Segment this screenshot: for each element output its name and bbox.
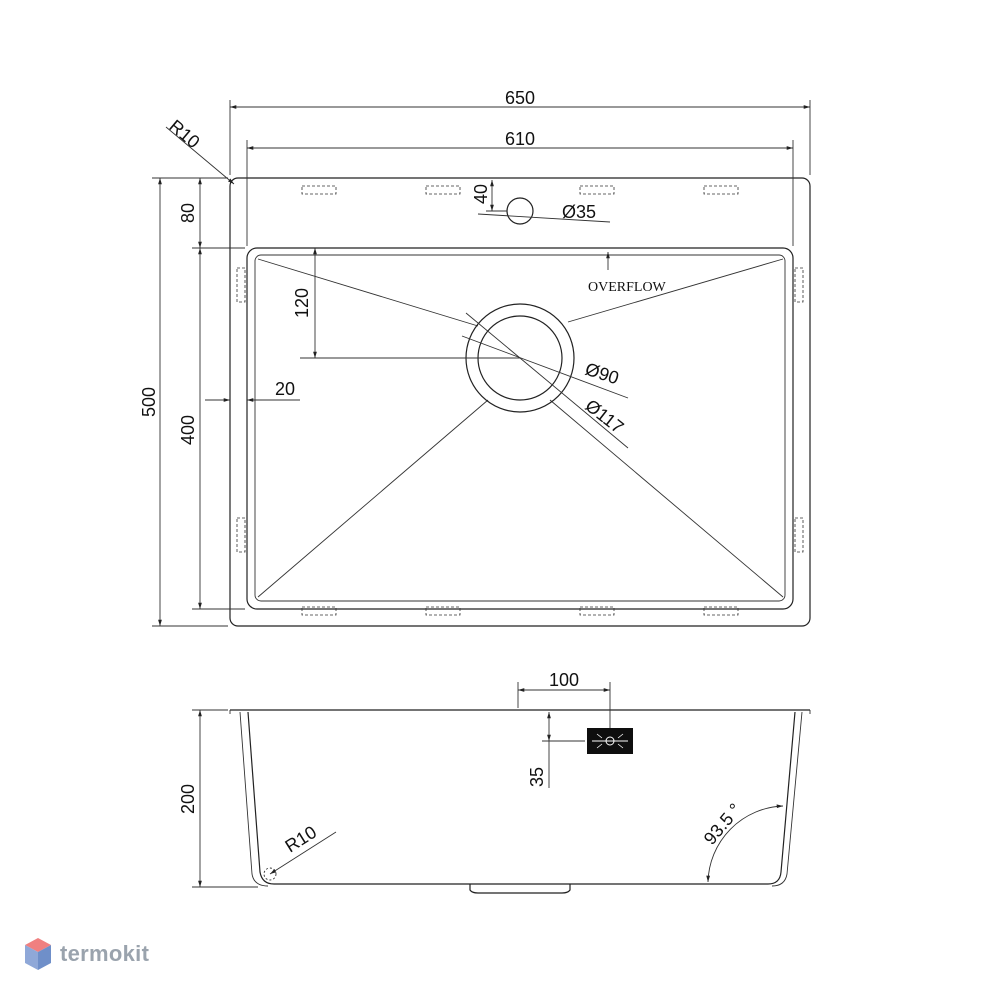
dim-overall-width: 650 xyxy=(229,88,811,175)
mounting-clips-sides xyxy=(236,267,804,553)
side-bowl-inner xyxy=(239,711,269,887)
overflow-fitting xyxy=(587,728,633,754)
dim-bowl-width: 610 xyxy=(246,129,794,246)
top-view: OVERFLOW 650 610 R10 500 xyxy=(139,88,811,627)
dim-overflow-offset-label: 100 xyxy=(549,670,579,690)
dim-bowl-depth: 400 xyxy=(178,248,245,610)
dim-drain-offset: 120 xyxy=(292,248,520,359)
dim-wall-angle: 93.5 ° xyxy=(700,800,784,883)
dim-bowl-height-label: 200 xyxy=(178,784,198,814)
dim-tap-offset: 40 xyxy=(471,180,507,212)
mounting-clips-bottom xyxy=(301,606,739,616)
dim-tap-hole: Ø35 xyxy=(477,202,611,223)
dim-bowl-depth-label: 400 xyxy=(178,415,198,445)
dim-side-margin-label: 20 xyxy=(275,379,295,399)
brand-name: termokit xyxy=(60,941,150,966)
dim-drain-inner-label: Ø90 xyxy=(583,359,622,389)
bowl-outline xyxy=(246,247,794,610)
dim-back-margin: 80 xyxy=(178,178,245,249)
dim-overall-depth-label: 500 xyxy=(139,387,159,417)
dim-bowl-height: 200 xyxy=(178,709,258,888)
dim-bottom-radius: R10 xyxy=(263,822,337,881)
dim-overflow-height-label: 35 xyxy=(527,767,547,787)
overflow-label: OVERFLOW xyxy=(588,280,667,295)
dim-overflow-height: 35 xyxy=(527,712,585,788)
dim-overall-width-label: 650 xyxy=(505,88,535,108)
dim-tap-offset-label: 40 xyxy=(471,184,491,204)
dim-overall-depth: 500 xyxy=(139,177,228,627)
brand-logo-icon xyxy=(25,938,51,970)
dim-back-margin-label: 80 xyxy=(178,203,198,223)
dim-corner-radius-label: R10 xyxy=(165,116,203,153)
bowl-inner-outline xyxy=(254,254,786,602)
sink-outer-outline xyxy=(229,177,811,627)
dim-wall-angle-label: 93.5 ° xyxy=(700,800,746,849)
dim-bottom-radius-label: R10 xyxy=(282,822,321,856)
tap-hole xyxy=(506,197,534,225)
dim-drain-offset-label: 120 xyxy=(292,288,312,318)
slope-line-top-right xyxy=(567,258,784,323)
side-bowl-outline xyxy=(247,711,796,885)
slope-line-bottom-left xyxy=(257,399,489,598)
slope-line-top-left xyxy=(257,258,479,327)
dim-drain-diameters: Ø90 Ø117 xyxy=(461,312,629,449)
mounting-clips-top xyxy=(301,185,739,195)
dim-tap-hole-label: Ø35 xyxy=(562,202,596,222)
dim-side-margin: 20 xyxy=(205,379,300,402)
brand-watermark: termokit xyxy=(24,932,149,976)
dim-corner-radius: R10 xyxy=(165,116,235,185)
slope-line-bottom-right xyxy=(549,399,784,598)
dim-bowl-width-label: 610 xyxy=(505,129,535,149)
dim-drain-outer-label: Ø117 xyxy=(582,395,628,437)
side-drain-stub xyxy=(469,884,571,894)
dim-overflow-offset: 100 xyxy=(517,670,611,728)
side-view: 100 35 200 R10 93.5 ° xyxy=(178,670,811,894)
